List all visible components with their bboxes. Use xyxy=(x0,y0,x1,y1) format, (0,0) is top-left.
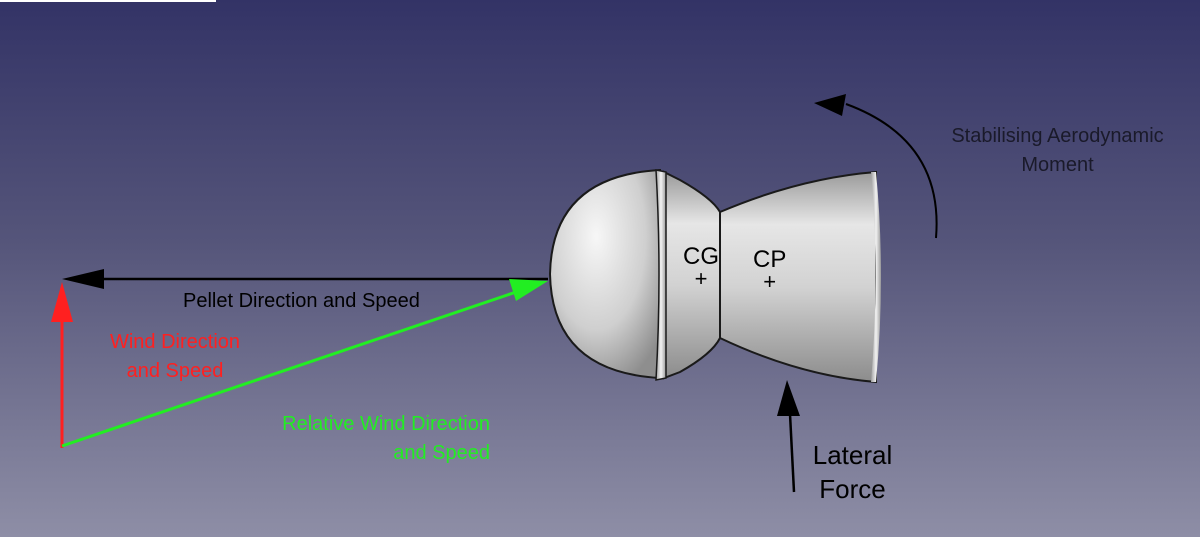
wind-arrowhead xyxy=(51,282,73,322)
relative-wind-arrow xyxy=(61,279,548,448)
moment-arrowhead xyxy=(814,94,846,116)
wind-label-line2: and Speed xyxy=(126,360,224,382)
moment-arrow xyxy=(814,94,938,239)
force-label-line2: Force xyxy=(819,474,886,504)
lateral-force-label: Lateral Force xyxy=(790,438,915,506)
pellet-arrowhead xyxy=(62,269,104,289)
moment-label: Stabilising Aerodynamic Moment xyxy=(915,122,1200,180)
pellet-rim-light xyxy=(871,172,881,382)
moment-label-line2: Moment xyxy=(1021,154,1094,176)
cp-label: CP xyxy=(753,246,787,273)
cg-plus-mark: + xyxy=(694,266,708,291)
center-of-pressure-marker: CP + xyxy=(753,246,787,294)
pellet-direction-arrow xyxy=(62,269,548,289)
center-of-gravity-marker: CG + xyxy=(683,243,719,291)
pellet-band xyxy=(655,169,667,381)
pellet-head-sphere xyxy=(548,168,661,380)
pellet-shape xyxy=(548,168,881,384)
relative-label-line1: Relative Wind Direction xyxy=(282,413,490,435)
pellet-direction-label: Pellet Direction and Speed xyxy=(183,290,420,312)
relative-wind-arrowhead xyxy=(509,279,548,301)
wind-direction-arrow xyxy=(51,282,73,448)
moment-label-line1: Stabilising Aerodynamic xyxy=(951,125,1164,147)
wind-label-line1: Wind Direction xyxy=(109,331,241,353)
cg-label: CG xyxy=(683,243,719,270)
force-label-line1: Lateral xyxy=(812,440,893,470)
cp-plus-mark: + xyxy=(763,269,777,294)
top-edge-bar xyxy=(0,0,216,2)
lateral-force-arrowhead xyxy=(777,380,800,416)
relative-wind-label: Relative Wind Direction and Speed xyxy=(200,410,490,468)
relative-label-line2: and Speed xyxy=(393,442,490,464)
pellet-skirt xyxy=(719,170,877,384)
pellet-waist xyxy=(663,170,721,380)
wind-direction-label: Wind Direction and Speed xyxy=(60,328,290,386)
lateral-force-arrow xyxy=(777,380,800,493)
